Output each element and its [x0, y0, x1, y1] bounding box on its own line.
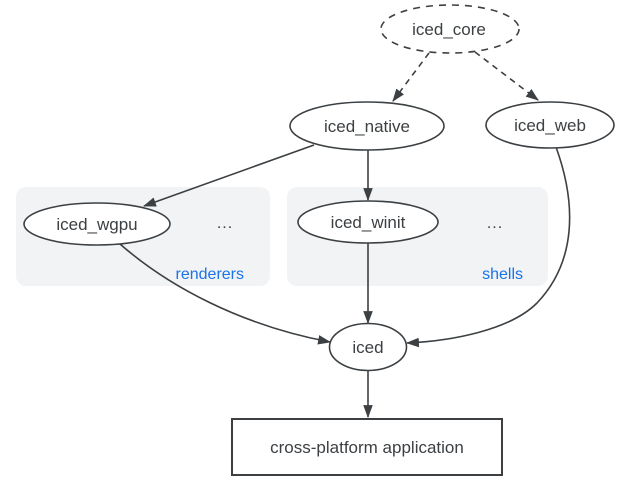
- edge-iced-core-to-iced-web: [474, 51, 539, 101]
- node-iced-winit-shape: [297, 200, 439, 244]
- node-iced-core-label: iced_core: [412, 20, 486, 39]
- cluster-renderers-label: renderers: [176, 266, 244, 283]
- cluster-shells-label: shells: [482, 266, 523, 283]
- node-iced-core-shape: [380, 4, 520, 54]
- node-iced-winit-label: iced_winit: [331, 213, 406, 232]
- cluster-renderers-ellipsis: ...: [217, 215, 233, 232]
- node-iced-native-label: iced_native: [324, 117, 410, 136]
- node-iced-web-shape: [485, 101, 615, 149]
- edge-iced-web-to-iced: [405, 146, 571, 348]
- node-app-label: cross-platform application: [270, 438, 464, 457]
- edge-iced-native-to-iced-wgpu: [142, 144, 315, 207]
- edge-iced-core-to-iced-native: [392, 52, 430, 102]
- node-iced-native-shape: [289, 101, 445, 151]
- node-iced-web-label: iced_web: [514, 116, 586, 135]
- node-iced-wgpu-label: iced_wgpu: [56, 215, 137, 234]
- node-app-shape: [231, 418, 503, 476]
- edge-iced-wgpu-to-iced: [119, 243, 332, 345]
- node-iced-wgpu-shape: [23, 202, 171, 246]
- node-iced-label: iced: [352, 338, 383, 357]
- cluster-shells-ellipsis: ...: [487, 215, 503, 232]
- node-iced-shape: [328, 322, 408, 372]
